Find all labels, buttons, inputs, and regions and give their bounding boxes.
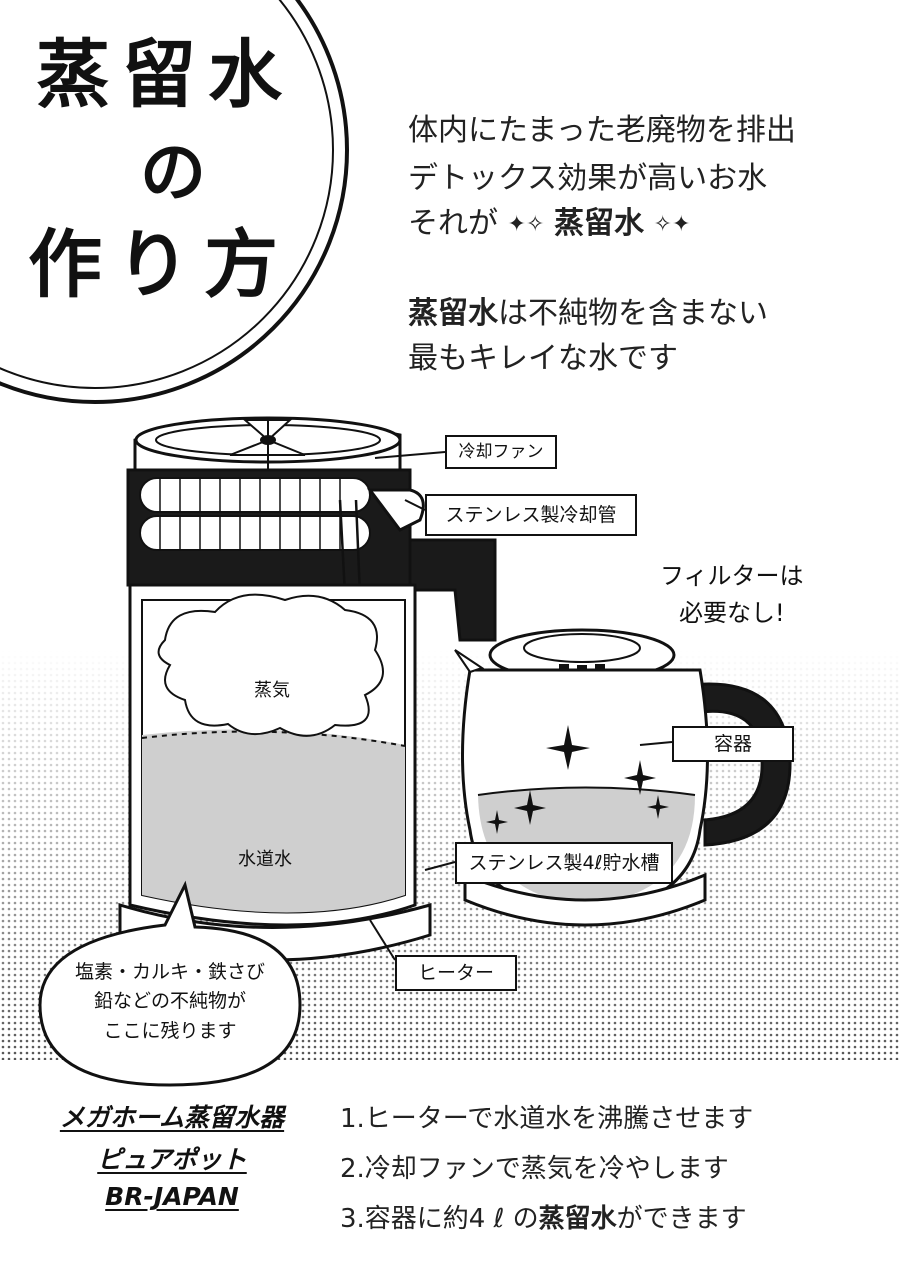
steam-cloud <box>157 593 384 737</box>
intro-line-2: デトックス効果が高いお水 <box>408 161 768 196</box>
label-heater: ヒーター <box>395 955 517 991</box>
cooling-coil <box>139 477 371 551</box>
speech-bubble <box>38 880 302 1087</box>
brand-line-1: メガホーム蒸留水器 <box>59 1103 285 1132</box>
title-circle <box>0 0 349 404</box>
intro-line-3-emph: 蒸留水 <box>553 206 644 241</box>
bubble-line-1: 塩素・カルキ・鉄さび <box>74 961 265 983</box>
sparkle-icon: ✧✦ <box>653 211 691 237</box>
filter-note-line-1: フィルターは <box>660 562 804 590</box>
brand-line-2: ピュアポット <box>97 1145 247 1174</box>
intro-line-3-prefix: それが <box>408 206 498 241</box>
filter-note-line-2: 必要なし! <box>678 599 785 628</box>
filter-note: フィルターは 必要なし! <box>660 558 804 632</box>
sparkle-icon: ✦✧ <box>507 211 545 237</box>
intro-line-3: それが ✦✧ 蒸留水 ✧✦ <box>408 205 690 243</box>
label-container: 容器 <box>672 726 794 762</box>
intro-line-4-rest: は不純物を含まない <box>498 296 768 331</box>
title-line-3: 作り方 <box>28 222 292 308</box>
sparkle-icon <box>486 725 669 834</box>
intro-line-5: 最もキレイな水です <box>408 341 678 376</box>
bubble-text: 塩素・カルキ・鉄さび 鉛などの不純物が ここに残ります <box>60 958 280 1046</box>
step-3-suffix: ができます <box>616 1204 747 1234</box>
callout-lines <box>369 451 673 961</box>
fan-icon <box>229 419 306 470</box>
step-2: 2.冷却ファンで蒸気を冷やします <box>340 1154 729 1184</box>
intro-line-4: 蒸留水は不純物を含まない <box>408 295 768 333</box>
bubble-line-2: 鉛などの不純物が <box>93 990 246 1013</box>
title-line-1: 蒸留水 <box>36 32 294 118</box>
label-tap-water: 水道水 <box>238 849 292 870</box>
step-3: 3.容器に約4 ℓ の蒸留水ができます <box>340 1198 747 1235</box>
step-1: 1.ヒーターで水道水を沸騰させます <box>340 1104 754 1134</box>
label-stainless-coil: ステンレス製冷却管 <box>425 494 637 536</box>
brand-line-3: BR-JAPAN <box>105 1182 239 1211</box>
step-3-emph: 蒸留水 <box>538 1204 617 1234</box>
step-3-prefix: 3.容器に約4 ℓ の <box>340 1204 539 1234</box>
title-line-2: の <box>140 134 206 211</box>
label-steam: 蒸気 <box>254 680 290 701</box>
distiller-body <box>118 416 497 962</box>
intro-line-4-emph: 蒸留水 <box>408 296 498 331</box>
intro-line-1: 体内にたまった老廃物を排出 <box>408 113 796 148</box>
bubble-line-3: ここに残ります <box>103 1019 237 1042</box>
label-cooling-fan: 冷却ファン <box>445 435 557 469</box>
label-stainless-tank: ステンレス製4ℓ貯水槽 <box>455 842 673 884</box>
